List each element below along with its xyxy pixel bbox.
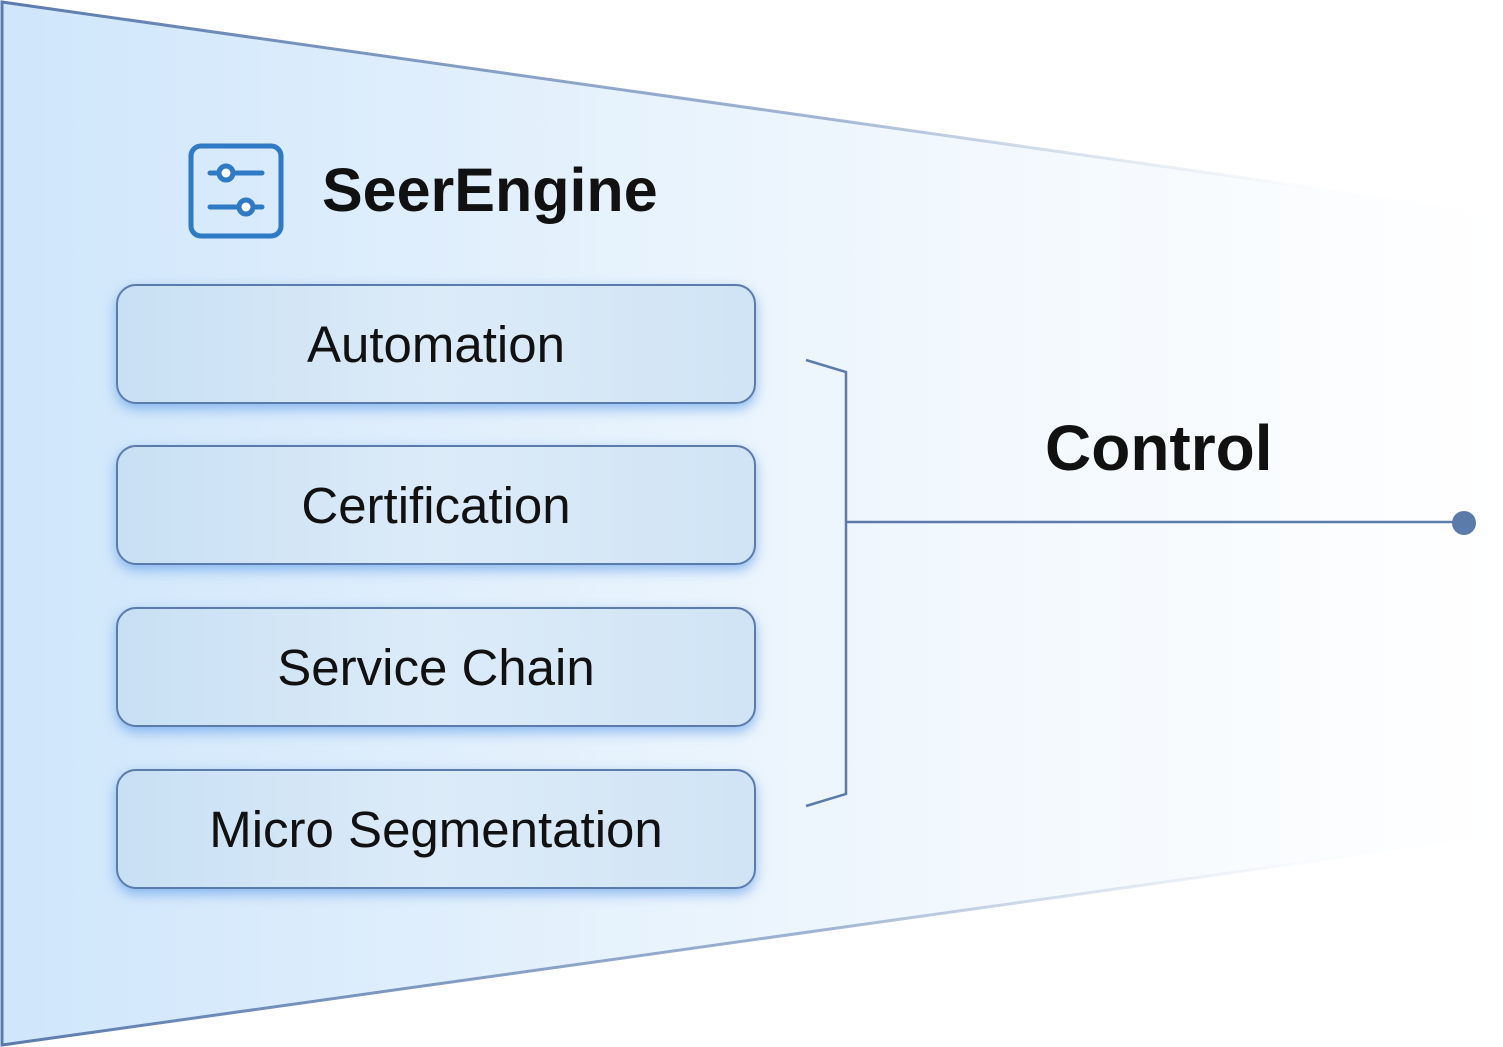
control-label: Control [1045, 412, 1273, 484]
control-endpoint-dot [1452, 511, 1476, 535]
sliders-icon [188, 143, 284, 239]
bracket-line [805, 358, 848, 808]
module-micro-segmentation: Micro Segmentation [116, 769, 756, 889]
module-certification: Certification [116, 445, 756, 565]
seerengine-title: SeerEngine [322, 156, 658, 224]
module-automation: Automation [116, 284, 756, 404]
module-service-chain: Service Chain [116, 607, 756, 727]
